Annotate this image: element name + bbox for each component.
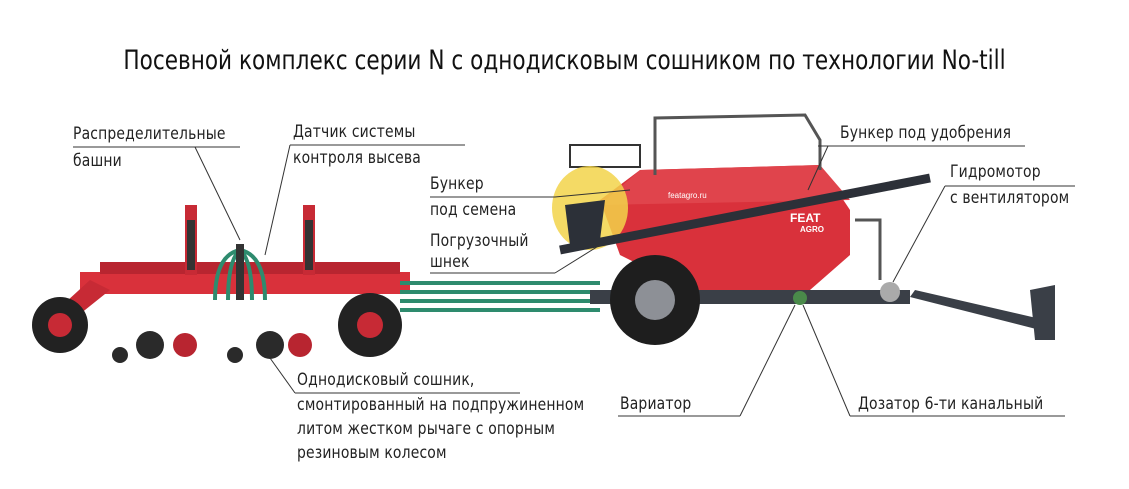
brand-logo-bottom: AGRO	[800, 225, 824, 234]
page-title: Посевной комплекс серии N с однодисковым…	[123, 45, 1006, 76]
brand-site: featagro.ru	[668, 191, 707, 200]
distribution-tower	[213, 244, 267, 301]
label-opener-2: смонтированный на подпружиненном	[297, 395, 585, 415]
label-seeding-sensor-1: Датчик системы	[293, 122, 416, 142]
label-distribution-towers-1: Распределительные	[73, 124, 226, 144]
label-distribution-towers-2: башни	[73, 151, 122, 171]
label-fertilizer-hopper: Бункер под удобрения	[840, 123, 1012, 143]
label-seed-hopper-2: под семена	[430, 200, 517, 220]
label-opener-3: литом жестком рычаге с опорным	[297, 419, 556, 439]
metering-unit	[793, 291, 807, 305]
label-opener-1: Однодисковый сошник,	[297, 370, 475, 390]
hoses	[400, 281, 600, 312]
brand-logo-top: FEAT	[790, 211, 821, 225]
label-loading-auger-2: шнек	[430, 252, 470, 272]
label-metering-unit: Дозатор 6-ти канальный	[858, 394, 1044, 414]
label-loading-auger-1: Погрузочный	[430, 231, 529, 251]
seeder-wheels	[32, 293, 402, 357]
fan-motor	[880, 282, 900, 302]
air-cart: featagro.ru FEAT AGRO	[552, 113, 1055, 345]
seeder-frame	[55, 205, 410, 318]
label-opener-4: резиновым колесом	[297, 443, 447, 463]
loading-auger	[559, 173, 931, 255]
label-variator: Вариатор	[620, 394, 692, 414]
label-hydraulic-motor-2: с вентилятором	[950, 188, 1070, 208]
leader-lines	[73, 144, 1075, 417]
label-hydraulic-motor-1: Гидромотор	[950, 162, 1041, 182]
label-seeding-sensor-2: контроля высева	[293, 148, 421, 168]
openers	[112, 331, 312, 363]
label-seed-hopper-1: Бункер	[430, 174, 484, 194]
